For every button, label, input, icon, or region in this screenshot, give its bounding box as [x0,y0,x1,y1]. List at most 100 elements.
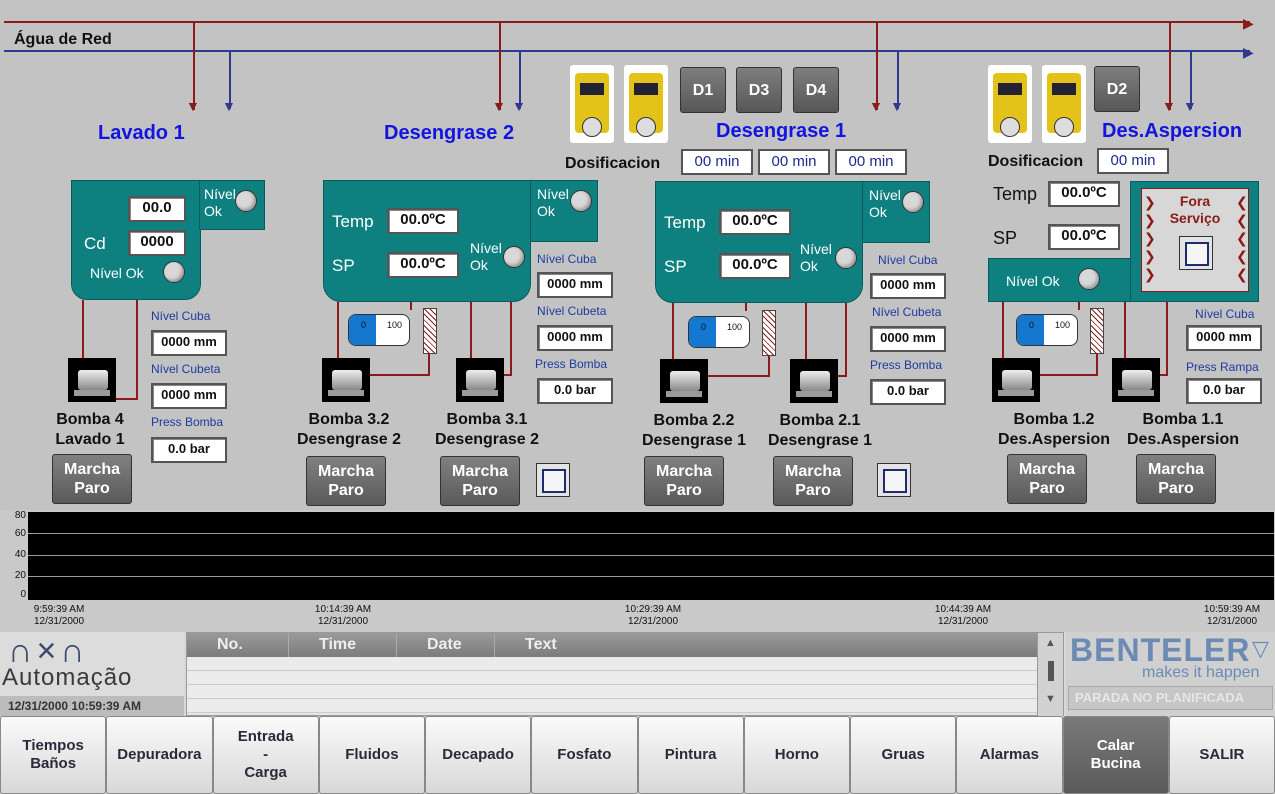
alarm-row[interactable] [187,685,1063,699]
dosing-pump-icon[interactable] [624,65,668,143]
system-datetime: 12/31/2000 10:59:39 AM [0,696,184,716]
temp-label: Temp [993,184,1038,204]
nav-decapado[interactable]: Decapado [425,716,532,794]
nivel-cubeta-display: 0000 mm [870,326,946,352]
d1-button[interactable]: D1 [680,67,726,113]
blue-water-line [4,50,1250,52]
dosing-pump-icon[interactable] [570,65,614,143]
nav-gruas[interactable]: Gruas [850,716,957,794]
dosing-time-1[interactable]: 00 min [681,149,753,175]
nav-fluidos[interactable]: Fluidos [318,716,425,794]
nivel-cubeta-display: 0000 mm [537,325,613,351]
pump-icon[interactable] [322,358,370,402]
tank-side-desengrase1 [862,181,930,243]
dosing-pump-icon[interactable] [1042,65,1086,143]
y-tick: 40 [14,549,26,560]
d3-button[interactable]: D3 [736,67,782,113]
pump-icon[interactable] [992,358,1040,402]
ok-label: Ok [470,257,488,273]
scroll-thumb [1048,661,1054,681]
nivel-cuba-label: Nível Cuba [537,252,597,266]
dosing-time-3[interactable]: 00 min [758,149,830,175]
arrow-down-icon: ▼ [186,98,200,114]
nav-fosfato[interactable]: Fosfato [531,716,638,794]
dosing-pump-icon[interactable] [988,65,1032,143]
alarm-row[interactable] [187,699,1063,713]
zigzag-icon: ❯❯❯❯❯ [1144,194,1156,282]
nivel-side-lamp [235,190,257,212]
nivel-lamp [835,247,857,269]
sp-display: 00.0ºC [1048,224,1120,250]
nav-salir[interactable]: SALIR [1168,716,1275,794]
pump-icon[interactable] [456,358,504,402]
logo-name: Automação [2,664,133,691]
nivel-label: Nível [537,186,569,202]
cd-label: Cd [84,234,106,253]
arrow-down-icon: ▼ [1183,98,1197,114]
alarm-header: No. Time Date Text [187,633,1063,657]
nav-depuradora[interactable]: Depuradora [106,716,213,794]
pump-icon[interactable] [660,359,708,403]
press-bomba-display: 0.0 bar [151,437,227,463]
pump-icon[interactable] [1112,358,1160,402]
nivel-label: Nível [470,240,502,256]
nivel-cuba-display: 0000 mm [537,272,613,298]
nivel-ok-label: Nível Ok [1006,273,1060,289]
alarm-col-no: No. [187,633,289,657]
d4-button[interactable]: D4 [793,67,839,113]
alarm-col-text: Text [525,636,557,653]
zigzag-icon: ❮❮❮❮❮ [1236,194,1248,282]
arrow-right-icon: ▶ [1243,15,1254,31]
dosing-time-4[interactable]: 00 min [835,149,907,175]
nav-entrada-carga[interactable]: Entrada-Carga [212,716,319,794]
nav-pintura[interactable]: Pintura [637,716,744,794]
nivel-cuba-display: 0000 mm [151,330,227,356]
select-checkbox[interactable] [877,463,911,497]
temp-display: 00.0ºC [387,208,459,234]
pump-icon[interactable] [68,358,116,402]
status-strip: ∩×∩ Automação 12/31/2000 10:59:39 AM No.… [0,632,1275,717]
arrow-down-icon: ▼ [492,98,506,114]
tank-side-desengrase2 [530,180,598,242]
valve-icon[interactable] [762,310,776,356]
select-checkbox[interactable] [536,463,570,497]
y-tick: 0 [20,589,26,600]
alarm-row[interactable] [187,671,1063,685]
alarm-col-time: Time [289,633,397,657]
d2-button[interactable]: D2 [1094,66,1140,112]
nav-alarmas[interactable]: Alarmas [956,716,1063,794]
alarm-row[interactable] [187,657,1063,671]
scroll-up-icon: ▲ [1045,637,1056,649]
temp-label: Temp [664,213,706,232]
fora-servico-checkbox[interactable] [1179,236,1213,270]
dosing-time-2[interactable]: 00 min [1097,148,1169,174]
valve-icon[interactable] [1090,308,1104,354]
press-bomba-label: Press Bomba [870,358,943,372]
alarm-scrollbar[interactable]: ▲ ▼ [1037,633,1063,717]
nav-horno[interactable]: Horno [743,716,850,794]
alarm-view[interactable]: No. Time Date Text ▲ ▼ [186,632,1064,717]
trend-plot[interactable] [28,512,1274,600]
valve-icon[interactable] [423,308,437,354]
pump-icon[interactable] [790,359,838,403]
press-bomba-label: Press Bomba [535,357,608,371]
section-title-desengrase1: Desengrase 1 [716,120,847,142]
